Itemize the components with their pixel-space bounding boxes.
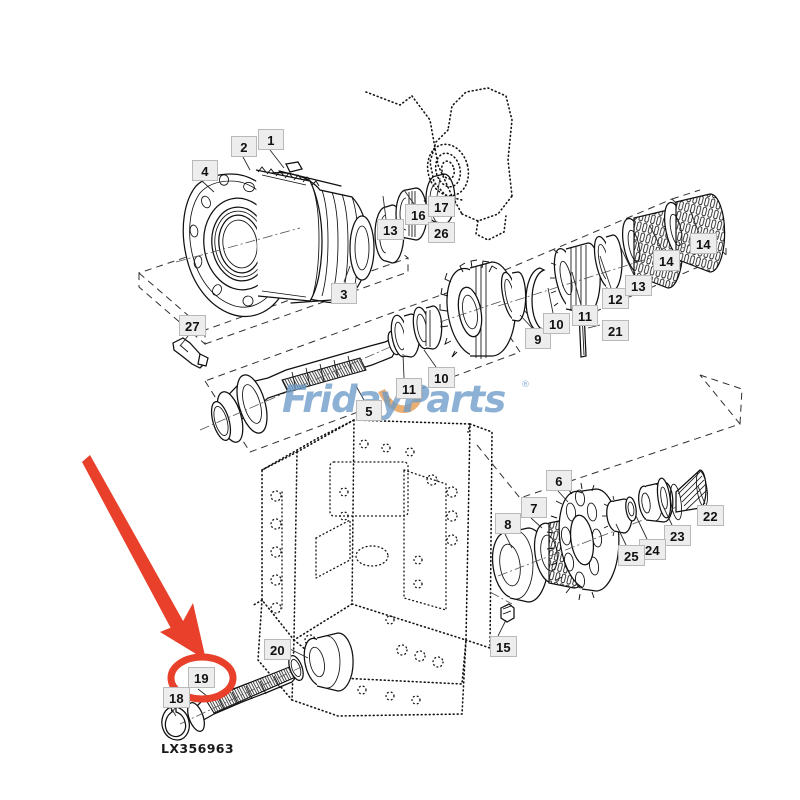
housing-detail-features (270, 439, 458, 705)
ring-gear-teeth (255, 169, 323, 302)
callout-23[interactable]: 23 (664, 525, 691, 546)
red-highlight-ellipse (167, 653, 237, 703)
callout-20[interactable]: 20 (264, 639, 291, 660)
callout-10[interactable]: 10 (543, 313, 570, 334)
callout-14[interactable]: 14 (653, 250, 680, 271)
bevel-gear-cluster (489, 469, 708, 623)
assembly-envelope-lower-right (476, 374, 743, 499)
callout-13[interactable]: 13 (625, 275, 652, 296)
callout-14[interactable]: 14 (690, 233, 717, 254)
output-shaft-spline (205, 665, 299, 714)
output-shaft-assembly (161, 632, 354, 741)
callout-25[interactable]: 25 (618, 545, 645, 566)
right-gear-cluster (497, 193, 726, 358)
callout-15[interactable]: 15 (490, 636, 517, 657)
snap-ring-18 (161, 706, 190, 741)
callout-26[interactable]: 26 (428, 222, 455, 243)
bevel-ring-gear-6 (497, 482, 701, 601)
differential-assembly (175, 161, 375, 318)
gear-tooth-marks (257, 166, 320, 187)
callout-13[interactable]: 13 (377, 219, 404, 240)
speed-sensor-27 (172, 337, 209, 369)
callout-12[interactable]: 12 (602, 288, 629, 309)
splined-hub-12 (550, 242, 601, 314)
callout-11[interactable]: 11 (572, 305, 599, 326)
snap-ring-11 (525, 267, 546, 334)
callout-10[interactable]: 10 (428, 367, 455, 388)
callout-7[interactable]: 7 (521, 497, 547, 518)
plug-15 (500, 603, 515, 623)
callout-16[interactable]: 16 (405, 204, 432, 225)
shaft-left-spline (213, 406, 229, 436)
callout-1[interactable]: 1 (258, 129, 284, 150)
callout-21[interactable]: 21 (602, 320, 629, 341)
callout-19[interactable]: 19 (188, 667, 215, 688)
callout-4[interactable]: 4 (192, 160, 218, 181)
seal-20 (303, 632, 354, 692)
callout-22[interactable]: 22 (697, 505, 724, 526)
callout-18[interactable]: 18 (163, 687, 190, 708)
callout-8[interactable]: 8 (495, 513, 521, 534)
shaft-washers (390, 305, 443, 358)
callout-27[interactable]: 27 (179, 315, 206, 336)
phantom-housing-upper (365, 87, 513, 241)
callout-5[interactable]: 5 (356, 400, 382, 421)
callout-6[interactable]: 6 (546, 470, 572, 491)
bevel-teeth (546, 482, 595, 601)
phantom-transmission-housing (251, 419, 493, 717)
part-number-label: LX356963 (161, 741, 234, 756)
callout-2[interactable]: 2 (231, 136, 257, 157)
callout-3[interactable]: 3 (331, 283, 357, 304)
main-shaft-assembly (199, 330, 421, 443)
callout-17[interactable]: 17 (428, 196, 455, 217)
highlight-annotation (82, 455, 237, 703)
callout-11[interactable]: 11 (396, 378, 423, 399)
red-arrow-indicator (82, 455, 206, 660)
